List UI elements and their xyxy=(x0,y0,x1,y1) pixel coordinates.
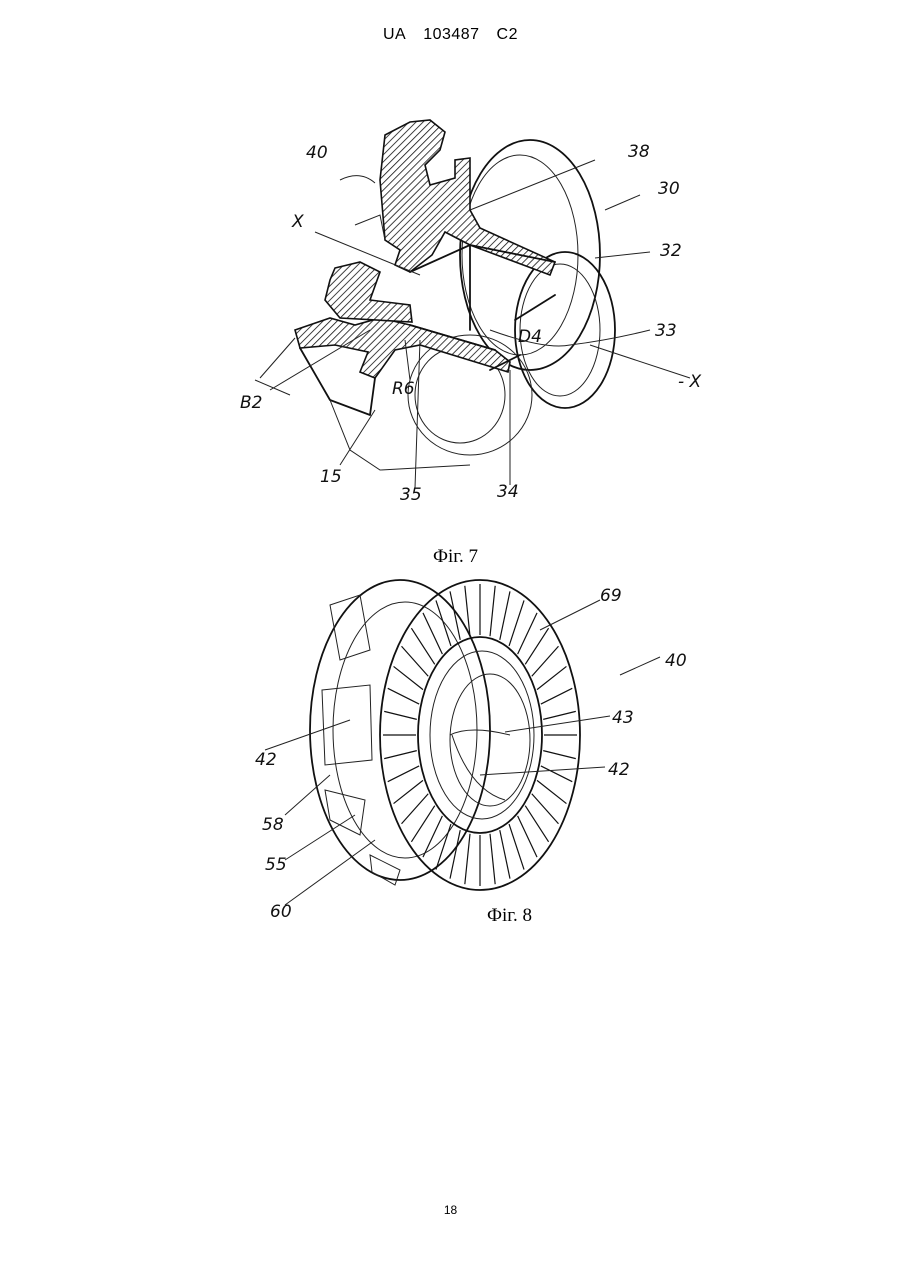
gear-teeth xyxy=(383,584,577,886)
back-ring-shape xyxy=(310,580,490,880)
gear-tooth-line xyxy=(394,780,423,803)
label-42-right: 42 xyxy=(608,760,630,780)
figure-8-drawing: 69 40 43 42 42 58 55 60 xyxy=(250,570,710,930)
page-number: 18 xyxy=(0,1203,901,1217)
gear-tooth-line xyxy=(543,751,576,759)
label-d4: D4 xyxy=(518,327,542,347)
gear-tooth-line xyxy=(500,830,510,879)
patent-office-code: UA xyxy=(383,26,406,43)
gear-tooth-line xyxy=(411,806,434,842)
label-38: 38 xyxy=(628,142,650,162)
label-34: 34 xyxy=(497,482,519,502)
gear-tooth-line xyxy=(490,834,495,884)
gear-tooth-line xyxy=(525,628,548,664)
gear-tooth-line xyxy=(388,688,419,704)
gear-tooth-line xyxy=(384,751,417,759)
label-69: 69 xyxy=(600,586,622,606)
label-x-left: X xyxy=(291,212,304,232)
label-33: 33 xyxy=(655,321,677,341)
gear-tooth-line xyxy=(423,613,442,654)
label-60: 60 xyxy=(270,902,292,922)
gear-tooth-line xyxy=(436,600,451,645)
gear-tooth-line xyxy=(465,834,470,884)
gear-tooth-line xyxy=(388,766,419,782)
gear-tooth-line xyxy=(436,824,451,869)
gear-tooth-line xyxy=(525,806,548,842)
label-58: 58 xyxy=(262,815,284,835)
label-x-right: - X xyxy=(678,372,702,392)
label-r6: R6 xyxy=(392,379,415,399)
label-32: 32 xyxy=(660,241,682,261)
gear-tooth-line xyxy=(532,646,559,676)
gear-tooth-line xyxy=(384,711,417,719)
gear-tooth-line xyxy=(394,666,423,689)
label-35: 35 xyxy=(400,485,422,505)
gear-tooth-line xyxy=(509,600,524,645)
gear-tooth-line xyxy=(500,591,510,640)
gear-tooth-line xyxy=(543,711,576,719)
gear-tooth-line xyxy=(541,766,572,782)
gear-tooth-line xyxy=(411,628,434,664)
document-header: UA 103487 C2 xyxy=(0,26,901,44)
label-43: 43 xyxy=(612,708,634,728)
figure-7-caption: Фіг. 7 xyxy=(433,546,478,568)
label-15: 15 xyxy=(320,467,342,487)
gear-tooth-line xyxy=(532,794,559,824)
figure-7-drawing: 40 38 30 X 32 33 D4 - X R6 B2 15 35 34 xyxy=(230,110,720,520)
gear-tooth-line xyxy=(402,646,429,676)
label-30: 30 xyxy=(658,179,680,199)
gear-tooth-line xyxy=(518,816,537,857)
gear-tooth-line xyxy=(537,666,566,689)
patent-kind-code: C2 xyxy=(497,26,518,43)
gear-tooth-line xyxy=(541,688,572,704)
label-55: 55 xyxy=(265,855,287,875)
label-40-fig8: 40 xyxy=(665,651,687,671)
gear-tooth-line xyxy=(490,586,495,636)
gear-tooth-line xyxy=(518,613,537,654)
figure-8-caption: Фіг. 8 xyxy=(487,905,532,927)
label-40: 40 xyxy=(306,143,328,163)
gear-tooth-line xyxy=(509,824,524,869)
patent-number: 103487 xyxy=(423,26,479,43)
label-b2: B2 xyxy=(240,393,262,413)
gear-tooth-line xyxy=(402,794,429,824)
label-42-left: 42 xyxy=(255,750,277,770)
gear-tooth-line xyxy=(537,780,566,803)
gear-tooth-line xyxy=(423,816,442,857)
